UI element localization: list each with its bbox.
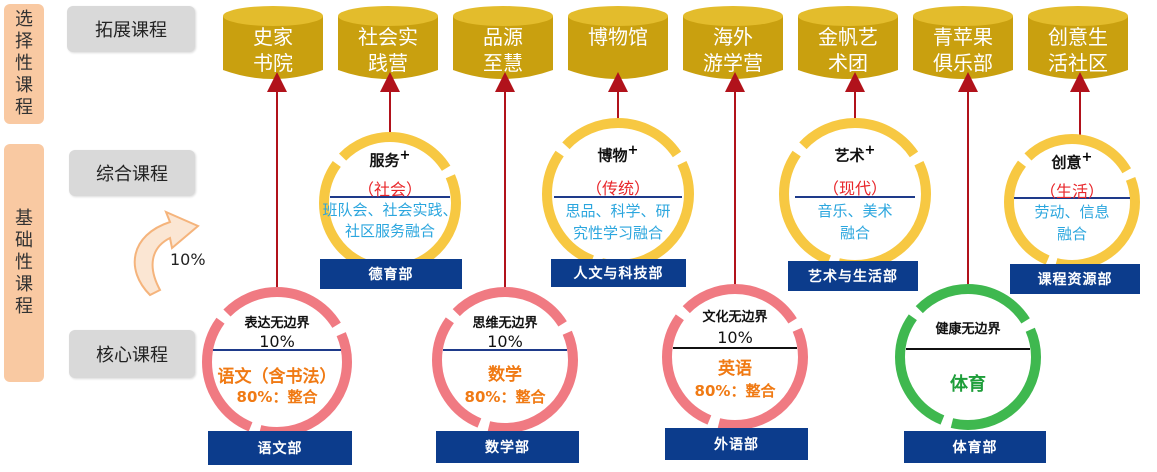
core-chinese-subject: 语文（含书法） (217, 367, 337, 387)
cylinder-shape (1028, 6, 1128, 79)
comp-service-plus: + (399, 148, 411, 163)
core-pe-subject: 体育 (950, 374, 986, 395)
cylinder-shape (913, 6, 1013, 79)
extension-course-line1: 史家 (253, 25, 293, 49)
comp-service-sub: （社会） (357, 180, 422, 199)
sidebar-foundational-label: 基础性课程 (15, 208, 33, 317)
dept-foreign: 外语部 (665, 428, 808, 460)
core-math-ratio: 80%：整合 (464, 388, 546, 406)
tier-extension: 拓展课程 (67, 6, 195, 52)
comp-service-title: 服务 (369, 151, 400, 170)
core-english-subject: 英语 (718, 359, 752, 379)
dept-chinese: 语文部 (208, 431, 352, 465)
extension-course-line2: 术团 (828, 51, 868, 75)
comp-creative-desc2: 融合 (1056, 225, 1087, 243)
dept-humanities: 人文与科技部 (551, 259, 686, 287)
ring-pe (895, 284, 1041, 430)
extension-course-line2: 践营 (368, 51, 408, 75)
tier-comprehensive-label: 综合课程 (96, 164, 168, 185)
comp-creative-sub: （生活） (1039, 182, 1104, 201)
extension-course-4: 海外游学营 (683, 6, 783, 80)
sidebar-elective: 选择性课程 (4, 4, 44, 124)
comp-service-desc1: 班队会、社会实践、 (322, 201, 458, 219)
comp-museum-desc1: 思品、科学、研 (565, 202, 671, 220)
cylinder-shape (568, 6, 668, 79)
core-math-pct: 10% (487, 332, 523, 351)
comp-service-desc2: 社区服务融合 (344, 222, 435, 240)
comp-art-plus: + (864, 143, 876, 158)
extension-course-line1: 创意生 (1048, 25, 1108, 49)
extension-course-line1: 海外 (713, 25, 753, 49)
core-english-title: 文化无边界 (702, 310, 768, 325)
extension-course-5: 金帆艺术团 (798, 6, 898, 80)
tier-extension-label: 拓展课程 (95, 20, 167, 41)
extension-course-line1: 青苹果 (933, 25, 993, 49)
comp-museum-sub: （传统） (585, 179, 650, 198)
dept-resources: 课程资源部 (1010, 264, 1140, 294)
extension-course-6: 青苹果俱乐部 (913, 6, 1013, 80)
comp-art-desc1: 音乐、美术 (817, 202, 893, 220)
core-english-pct: 10% (717, 328, 753, 347)
ring-math (432, 287, 578, 433)
comp-creative-title: 创意 (1051, 153, 1082, 172)
core-chinese-title: 表达无边界 (244, 316, 310, 331)
arrow-percent-label: 10% (170, 250, 206, 269)
core-math-title: 思维无边界 (472, 316, 538, 331)
extension-course-1: 社会实践营 (338, 6, 438, 80)
comp-art-title: 艺术 (834, 146, 865, 165)
tier-comprehensive: 综合课程 (69, 150, 195, 196)
tier-core-label: 核心课程 (96, 345, 168, 366)
extension-course-line2: 至慧 (483, 51, 523, 75)
extension-course-line1: 金帆艺 (818, 25, 878, 49)
comp-museum-title: 博物 (597, 146, 628, 165)
dept-math: 数学部 (436, 431, 579, 463)
extension-course-line1: 品源 (483, 25, 523, 49)
core-chinese-pct: 10% (259, 332, 295, 351)
extension-course-line1: 博物馆 (588, 25, 648, 49)
extension-course-7: 创意生活社区 (1028, 6, 1128, 80)
extension-course-line2: 游学营 (703, 51, 763, 75)
comp-museum-desc2: 究性学习融合 (572, 224, 663, 242)
dept-art-life: 艺术与生活部 (788, 261, 918, 291)
cylinder-shape (223, 6, 323, 79)
extension-course-3: 博物馆 (568, 6, 668, 80)
extension-course-line2: 活社区 (1048, 51, 1108, 75)
comp-art-sub: （现代） (822, 179, 887, 198)
core-english-ratio: 80%：整合 (694, 382, 776, 400)
extension-course-line2: 俱乐部 (933, 51, 993, 75)
curved-arrow-icon (133, 210, 200, 297)
cylinder-shape (798, 6, 898, 79)
comp-museum-plus: + (627, 143, 639, 158)
cylinder-shape (453, 6, 553, 79)
tier-core: 核心课程 (69, 330, 195, 378)
core-math-subject: 数学 (488, 365, 522, 385)
sidebar-foundational: 基础性课程 (4, 144, 44, 382)
dept-moral: 德育部 (320, 259, 462, 289)
comp-creative-desc1: 劳动、信息 (1034, 203, 1110, 221)
comp-creative-plus: + (1081, 150, 1093, 165)
extension-course-0: 史家书院 (223, 6, 323, 80)
extension-course-2: 品源至慧 (453, 6, 553, 80)
core-pe-title: 健康无边界 (935, 322, 1001, 337)
cylinder-shape (683, 6, 783, 79)
cylinder-shape (338, 6, 438, 79)
dept-pe: 体育部 (904, 431, 1046, 463)
extension-course-line1: 社会实 (358, 25, 418, 49)
ring-english (662, 284, 808, 430)
sidebar-elective-label: 选择性课程 (15, 9, 33, 118)
comp-art-desc2: 融合 (839, 224, 870, 242)
extension-course-line2: 书院 (253, 51, 293, 75)
core-chinese-ratio: 80%：整合 (236, 388, 318, 406)
